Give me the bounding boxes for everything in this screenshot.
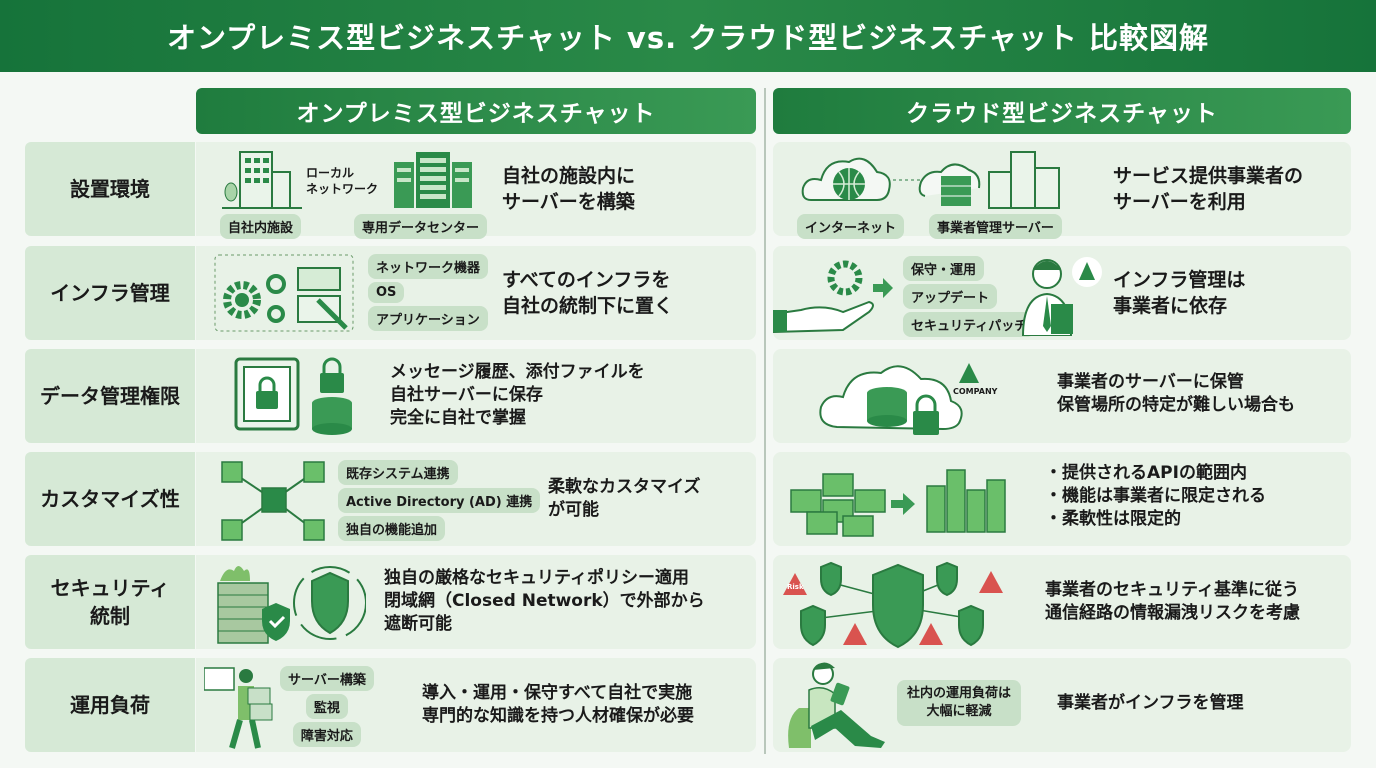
provider-staff-icon (1021, 257, 1102, 336)
column-divider (764, 88, 766, 754)
tag-maintenance: 保守・運用 (903, 256, 985, 281)
onprem-infra: ネットワーク機器 OS アプリケーション すべてのインフラを自社の統制下に置く (196, 246, 756, 340)
cloud-ops-desc: 事業者がインフラを管理 (1057, 693, 1244, 713)
onprem-ops: サーバー構築監視障害対応 導入・運用・保守すべて自社で実施専門的な知識を持つ人材… (196, 658, 756, 752)
tag-network-devices: ネットワーク機器 (368, 254, 489, 279)
cloud-security: Risk 事業者のセキュリティ基準に従う通信経路の情報漏洩リスクを考慮 (773, 555, 1351, 649)
column-header-cloud: クラウド型ビジネスチャット (773, 88, 1351, 134)
gears-tools-icon (214, 254, 354, 332)
row-label-custom: カスタマイズ性 (25, 452, 195, 546)
onprem-data: メッセージ履歴、添付ファイルを自社サーバーに保存完全に自社で掌握 (196, 349, 756, 443)
tag-in-house: 自社内施設 (220, 214, 302, 239)
tag-internet: インターネット (797, 214, 905, 239)
worker-carrying-boxes-icon (204, 667, 273, 749)
reduced-burden-badge: 社内の運用負荷は大幅に軽減 (897, 680, 1022, 727)
cloud-infra-tags: 保守・運用アップデートセキュリティパッチ (903, 256, 1036, 337)
tag-server-build: サーバー構築 (280, 666, 374, 691)
tag-incident-response: 障害対応 (292, 722, 361, 747)
row-label-ops: 運用負荷 (25, 658, 195, 752)
tag-active-directory: Active Directory (AD) 連携 (338, 488, 541, 513)
local-network-label: ローカル ネットワーク (306, 166, 379, 196)
cloud-installation-desc: サービス提供事業者のサーバーを利用 (1113, 165, 1304, 213)
onprem-security-desc: 独自の厳格なセキュリティポリシー適用閉域網（Closed Network）で外部… (384, 568, 705, 634)
data-center-icon (394, 152, 472, 208)
cloud-security-desc: 事業者のセキュリティ基準に従う通信経路の情報漏洩リスクを考慮 (1045, 580, 1300, 623)
onprem-custom-tags: 既存システム連携 Active Directory (AD) 連携独自の機能追加 (338, 460, 541, 541)
row-label-installation: 設置環境 (25, 142, 195, 236)
safe-lock-database-icon (234, 357, 352, 435)
cloud-infra-desc: インフラ管理は事業者に依存 (1113, 269, 1246, 317)
tag-os: OS (368, 282, 405, 303)
cloud-server-icons (801, 151, 1060, 209)
column-header-onprem: オンプレミス型ビジネスチャット (196, 88, 756, 134)
onprem-data-desc: メッセージ履歴、添付ファイルを自社サーバーに保存完全に自社で掌握 (390, 362, 645, 428)
cloud-ops: 社内の運用負荷は大幅に軽減 事業者がインフラを管理 (773, 658, 1351, 752)
tag-updates: アップデート (903, 284, 998, 309)
cloud-installation: インターネット 事業者管理サーバー サービス提供事業者のサーバーを利用 (773, 142, 1351, 239)
onprem-custom-desc: 柔軟なカスタマイズが可能 (548, 477, 701, 520)
tag-existing-systems: 既存システム連携 (338, 460, 458, 485)
cloud-custom-bullets: ・提供されるAPIの範囲内・機能は事業者に限定される・柔軟性は限定的 (1045, 463, 1266, 529)
cloud-data-desc: 事業者のサーバーに保管保管場所の特定が難しい場合も (1057, 372, 1295, 415)
shields-network-risk-icon (783, 561, 1003, 649)
tag-security-patch: セキュリティパッチ (903, 312, 1036, 337)
tag-provider-server: 事業者管理サーバー (929, 214, 1062, 239)
hand-gear-icon (773, 260, 893, 334)
onprem-installation-desc: 自社の施設内にサーバーを構築 (502, 165, 636, 213)
blocks-to-fixed-icon (790, 469, 1006, 537)
connected-blocks-icon (221, 461, 325, 541)
tag-custom-features: 独自の機能追加 (338, 516, 446, 541)
title-bar: オンプレミス型ビジネスチャット vs. クラウド型ビジネスチャット 比較図解 (0, 0, 1376, 72)
risk-label: Risk (787, 583, 804, 591)
row-label-security: セキュリティ 統制 (25, 555, 195, 649)
company-logo: COMPANY (953, 387, 998, 396)
building-icon (222, 151, 302, 209)
onprem-ops-tags: サーバー構築監視障害対応 (280, 666, 374, 747)
onprem-security: 独自の厳格なセキュリティポリシー適用閉域網（Closed Network）で外部… (196, 555, 756, 649)
page-title: オンプレミス型ビジネスチャット vs. クラウド型ビジネスチャット 比較図解 (166, 21, 1210, 55)
onprem-installation: ローカル ネットワーク 自社内施設 専用データセンター 自社の施設内にサーバーを… (196, 142, 756, 239)
row-label-data: データ管理権限 (25, 349, 195, 443)
tag-monitoring: 監視 (305, 694, 348, 719)
tag-data-center: 専用データセンター (354, 214, 488, 239)
cloud-data: COMPANY 事業者のサーバーに保管保管場所の特定が難しい場合も (773, 349, 1351, 443)
cloud-database-lock-icon (819, 363, 979, 435)
relaxed-person-icon (788, 662, 885, 748)
onprem-ops-desc: 導入・運用・保守すべて自社で実施専門的な知識を持つ人材確保が必要 (422, 683, 694, 726)
tag-applications: アプリケーション (368, 306, 488, 331)
cloud-custom: ・提供されるAPIの範囲内・機能は事業者に限定される・柔軟性は限定的 (773, 452, 1351, 546)
cloud-infra: 保守・運用アップデートセキュリティパッチ インフラ管理は事業者に依存 (773, 246, 1351, 340)
onprem-infra-desc: すべてのインフラを自社の統制下に置く (502, 269, 674, 317)
onprem-infra-tags: ネットワーク機器 OS アプリケーション (368, 254, 489, 331)
row-label-infra: インフラ管理 (25, 246, 195, 340)
firewall-shield-icon (217, 566, 366, 644)
